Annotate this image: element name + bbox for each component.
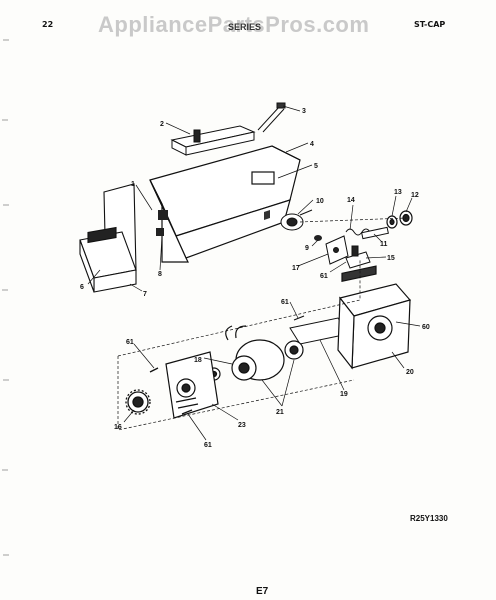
callout-16: 16 — [114, 424, 122, 431]
callout-23: 23 — [238, 422, 246, 429]
callout-18: 18 — [194, 357, 202, 364]
part-2-bracket — [170, 125, 256, 156]
callout-2: 2 — [160, 121, 164, 128]
part-17-bracket — [325, 235, 349, 265]
callout-61-bottom: 61 — [204, 442, 212, 449]
callout-61-plate: 61 — [281, 299, 289, 306]
watermark: AppliancePartsPros.com — [98, 12, 370, 37]
part-4-ice-bucket — [149, 145, 301, 263]
part-3-rod — [257, 102, 286, 133]
callout-12: 12 — [411, 192, 419, 199]
callout-9: 9 — [305, 245, 309, 252]
binding-edge — [2, 39, 9, 556]
part-15-cam — [345, 245, 371, 269]
callout-15: 15 — [387, 255, 395, 262]
part-8-clip — [156, 210, 168, 236]
part-16-drive-gear — [125, 389, 151, 415]
part-21-gear-right — [284, 340, 304, 360]
part-13-washer — [386, 215, 398, 229]
page-number: 22 — [42, 20, 54, 29]
callouts: 2 3 4 5 1 8 6 7 10 9 14 11 13 12 15 17 6… — [80, 108, 430, 449]
callout-20: 20 — [406, 369, 414, 376]
callout-19: 19 — [340, 391, 348, 398]
callout-8: 8 — [158, 271, 162, 278]
assembly-lines — [117, 217, 407, 431]
callout-4: 4 — [310, 141, 314, 148]
document-code: SERIES — [228, 22, 262, 32]
part-18-motor — [225, 325, 285, 381]
callout-14: 14 — [347, 197, 355, 204]
callout-3: 3 — [302, 108, 306, 115]
part-61-screws — [149, 367, 193, 415]
section-code: ST-CAP — [414, 20, 446, 29]
callout-60: 60 — [422, 324, 430, 331]
leader-lines — [87, 105, 421, 441]
callout-1: 1 — [131, 181, 135, 188]
callout-61-left: 61 — [126, 339, 134, 346]
callout-21: 21 — [276, 409, 284, 416]
callout-6: 6 — [80, 284, 84, 291]
drawing-code: R25Y1330 — [410, 514, 448, 523]
callout-10: 10 — [316, 198, 324, 205]
callout-13: 13 — [394, 189, 402, 196]
part-20-motor-housing — [337, 265, 412, 370]
part-23-mounting-plate — [165, 351, 219, 419]
part-61-screw-top — [293, 315, 305, 321]
callout-5: 5 — [314, 163, 318, 170]
callout-7: 7 — [143, 291, 147, 298]
callout-17: 17 — [292, 265, 300, 272]
callout-11: 11 — [380, 241, 388, 248]
part-9-washer — [314, 235, 322, 241]
callout-61-mid: 61 — [320, 273, 328, 280]
part-1-shroud — [79, 183, 137, 293]
page-code: E7 — [256, 586, 269, 597]
